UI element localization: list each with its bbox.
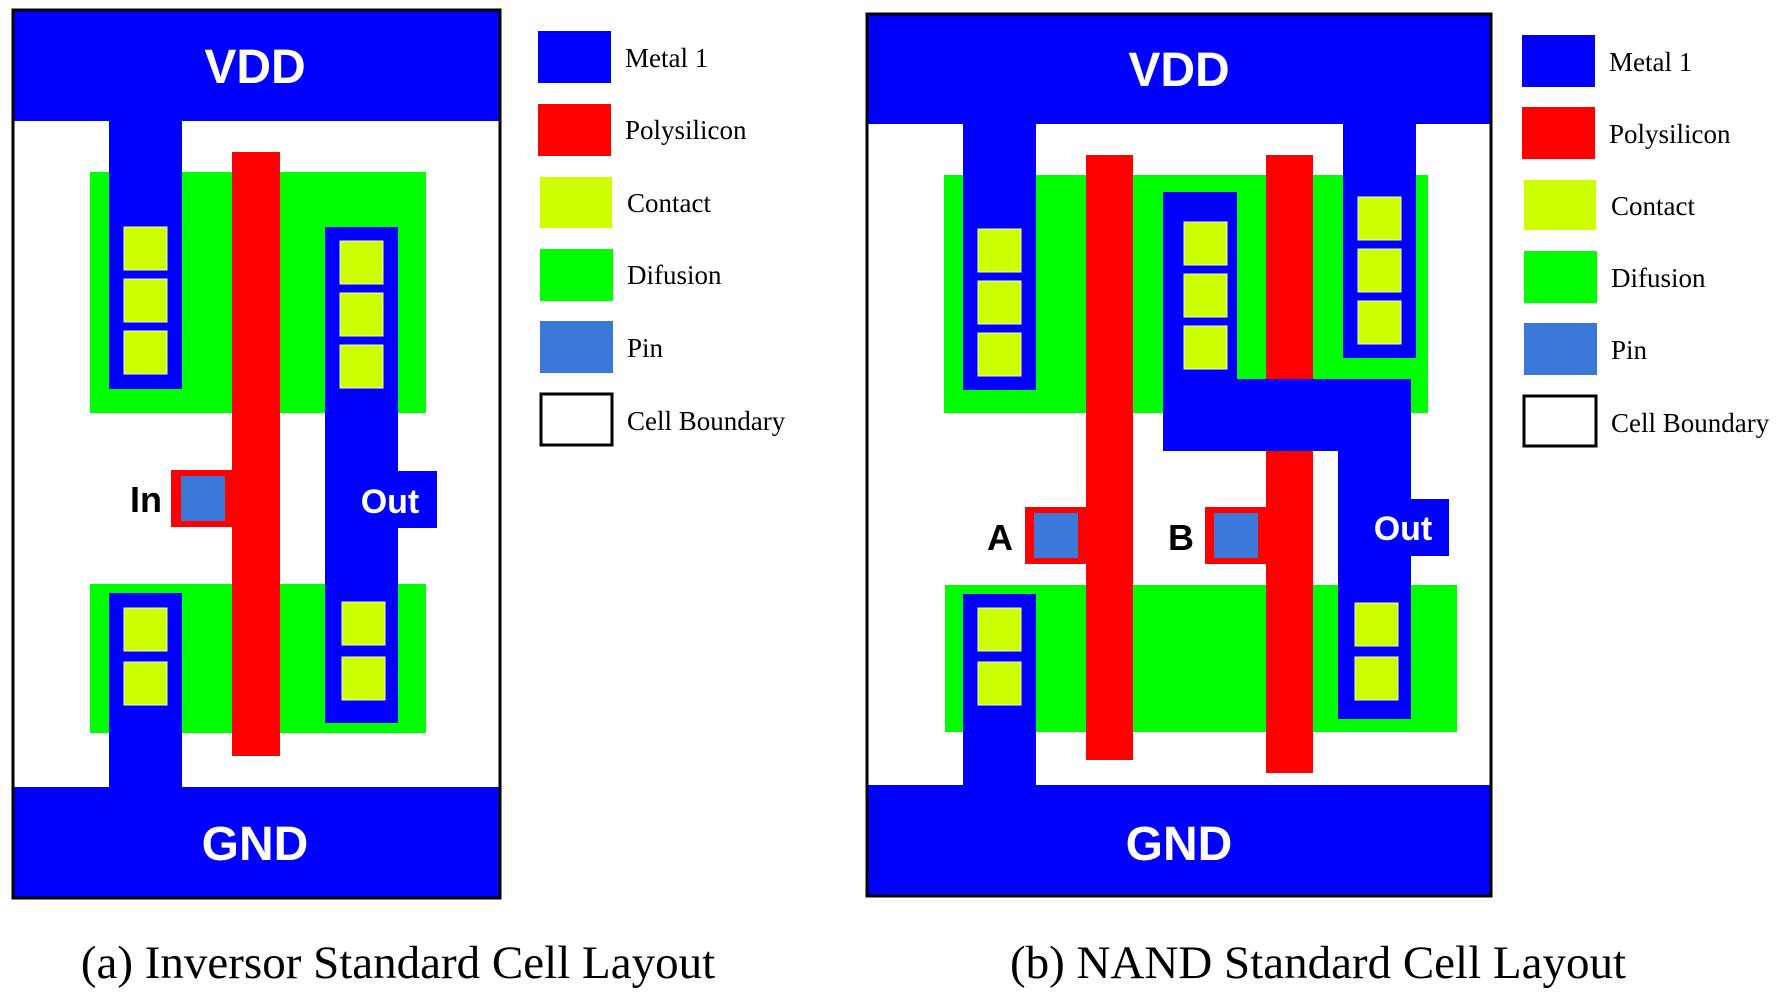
diffusion-swatch bbox=[1524, 251, 1597, 303]
metal1-swatch bbox=[1522, 35, 1595, 87]
contact bbox=[1357, 196, 1402, 241]
polysilicon-swatch bbox=[538, 104, 611, 156]
inverter-caption: (a) Inversor Standard Cell Layout bbox=[81, 937, 715, 989]
nand-legend: Metal 1 Polysilicon Contact Difusion Pin… bbox=[1522, 35, 1770, 448]
contact bbox=[1354, 656, 1399, 701]
contact bbox=[977, 661, 1022, 706]
nand-input-a-label: A bbox=[987, 517, 1013, 558]
nand-cell: VDD GND A B Out bbox=[865, 12, 1493, 898]
legend-label: Contact bbox=[627, 188, 711, 218]
nand-contacts bbox=[977, 196, 1402, 706]
inverter-input-pin[interactable] bbox=[181, 476, 225, 521]
contact bbox=[977, 228, 1022, 273]
inverter-gnd-rail bbox=[13, 787, 500, 898]
polysilicon-swatch bbox=[1522, 107, 1595, 159]
contact bbox=[1354, 602, 1399, 647]
contact bbox=[341, 656, 386, 701]
nand-vdd-label: VDD bbox=[1128, 44, 1229, 97]
contact bbox=[339, 344, 384, 389]
nand-poly-gate-b bbox=[1266, 155, 1313, 773]
inverter-output-pin-tab[interactable] bbox=[397, 471, 437, 528]
nand-input-b-pin[interactable] bbox=[1214, 513, 1258, 558]
contact bbox=[339, 292, 384, 337]
legend-label: Pin bbox=[1611, 335, 1648, 365]
metal1-swatch bbox=[538, 31, 611, 83]
cell-boundary-swatch bbox=[539, 392, 614, 447]
legend-item-diffusion: Difusion bbox=[1524, 251, 1706, 303]
contact bbox=[1357, 248, 1402, 293]
contact bbox=[123, 278, 168, 323]
legend-item-contact: Contact bbox=[1524, 180, 1695, 230]
contact-swatch bbox=[540, 177, 612, 228]
nand-gnd-label: GND bbox=[1126, 818, 1233, 871]
nand-input-a-pin[interactable] bbox=[1034, 513, 1078, 558]
nand-gnd-rail bbox=[867, 785, 1491, 896]
legend-item-cell-boundary: Cell Boundary bbox=[539, 392, 786, 447]
legend-label: Metal 1 bbox=[1609, 47, 1692, 77]
contact bbox=[123, 330, 168, 375]
inverter-cell: VDD GND In Out bbox=[11, 8, 502, 900]
legend-item-pin: Pin bbox=[1524, 323, 1648, 375]
inverter-input-label: In bbox=[130, 479, 162, 520]
contact-swatch bbox=[1524, 180, 1596, 230]
diffusion-swatch bbox=[540, 249, 613, 301]
legend-label: Contact bbox=[1611, 191, 1695, 221]
legend-item-polysilicon: Polysilicon bbox=[1522, 107, 1731, 159]
inverter-cell-boundary bbox=[11, 8, 502, 900]
legend-label: Difusion bbox=[627, 260, 722, 290]
nand-cell-boundary bbox=[865, 12, 1493, 898]
legend-label: Pin bbox=[627, 333, 664, 363]
inverter-vdd-rail bbox=[13, 10, 500, 121]
legend-label: Difusion bbox=[1611, 263, 1706, 293]
contact bbox=[123, 607, 168, 652]
pin-swatch bbox=[540, 321, 613, 373]
contact bbox=[977, 332, 1022, 377]
legend-label: Polysilicon bbox=[625, 115, 747, 145]
pin-swatch bbox=[1524, 323, 1597, 375]
contact bbox=[123, 226, 168, 271]
inverter-legend: Metal 1 Polysilicon Contact Difusion Pin… bbox=[538, 31, 786, 447]
nand-poly-gate-a bbox=[1086, 155, 1133, 760]
legend-label: Cell Boundary bbox=[627, 406, 786, 436]
inverter-output-label: Out bbox=[361, 483, 420, 521]
legend-item-polysilicon: Polysilicon bbox=[538, 104, 747, 156]
contact bbox=[977, 607, 1022, 652]
contact bbox=[123, 661, 168, 706]
inverter-poly-gate bbox=[232, 152, 280, 756]
cell-boundary-swatch bbox=[1522, 394, 1598, 448]
legend-item-diffusion: Difusion bbox=[540, 249, 722, 301]
contact bbox=[341, 601, 386, 646]
legend-item-cell-boundary: Cell Boundary bbox=[1522, 394, 1770, 448]
contact bbox=[339, 240, 384, 285]
nand-output-pin-tab[interactable] bbox=[1410, 499, 1449, 556]
contact bbox=[1183, 325, 1228, 370]
legend-item-contact: Contact bbox=[540, 177, 711, 228]
contact bbox=[1357, 300, 1402, 345]
legend-label: Polysilicon bbox=[1609, 119, 1731, 149]
contact bbox=[977, 280, 1022, 325]
legend-label: Cell Boundary bbox=[1611, 408, 1770, 438]
contact bbox=[1183, 273, 1228, 318]
legend-item-metal1: Metal 1 bbox=[1522, 35, 1692, 87]
nand-caption: (b) NAND Standard Cell Layout bbox=[1010, 937, 1626, 989]
inverter-vdd-label: VDD bbox=[204, 41, 305, 94]
nand-input-b-label: B bbox=[1168, 517, 1194, 558]
inverter-contacts bbox=[123, 226, 386, 706]
legend-item-pin: Pin bbox=[540, 321, 664, 373]
nand-output-label: Out bbox=[1374, 510, 1433, 548]
legend-label: Metal 1 bbox=[625, 43, 708, 73]
inverter-gnd-label: GND bbox=[202, 818, 309, 871]
legend-item-metal1: Metal 1 bbox=[538, 31, 708, 83]
nand-vdd-rail bbox=[867, 14, 1491, 124]
contact bbox=[1183, 221, 1228, 266]
